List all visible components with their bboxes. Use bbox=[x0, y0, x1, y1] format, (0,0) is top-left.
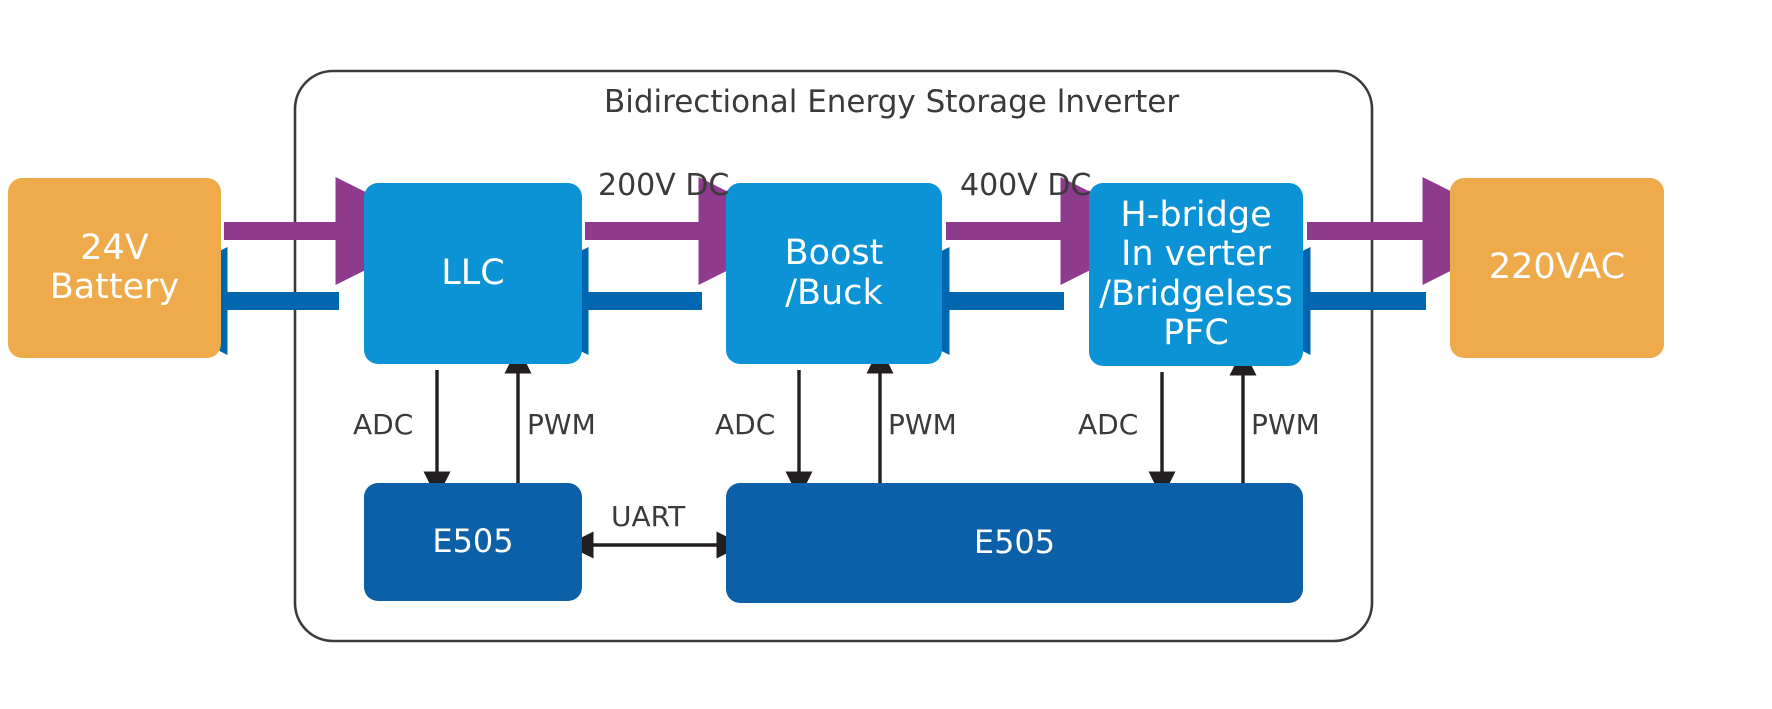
block-llc[interactable]: LLC bbox=[364, 183, 582, 364]
block-e505-left-label: E505 bbox=[432, 522, 514, 561]
block-h-bridge-inverter-bridgeless-pfc[interactable]: H-bridge In verter /Bridgeless PFC bbox=[1089, 183, 1303, 366]
signal-label-uart: UART bbox=[611, 500, 686, 533]
block-220vac-label: 220VAC bbox=[1488, 247, 1626, 288]
block-llc-label: LLC bbox=[441, 252, 505, 293]
block-boost-buck[interactable]: Boost /Buck bbox=[726, 183, 942, 364]
block-220vac[interactable]: 220VAC bbox=[1450, 178, 1664, 358]
block-24v-battery-line2: Battery bbox=[49, 267, 180, 307]
block-boost-buck-line1: Boost bbox=[784, 233, 884, 274]
signal-label-pwm-llc: PWM bbox=[527, 408, 596, 441]
block-h-bridge-line1: H-bridge bbox=[1120, 195, 1272, 236]
signal-label-pwm-h-bridge: PWM bbox=[1251, 408, 1320, 441]
signal-label-adc-boost-buck: ADC bbox=[715, 408, 776, 441]
block-24v-battery-line1: 24V bbox=[80, 227, 149, 268]
signal-label-pwm-boost-buck: PWM bbox=[888, 408, 957, 441]
block-h-bridge-line2: In verter bbox=[1121, 234, 1271, 275]
block-h-bridge-line3: /Bridgeless bbox=[1099, 273, 1293, 314]
bus-label-400v-dc: 400V DC bbox=[960, 168, 1092, 203]
bus-label-200v-dc: 200V DC bbox=[598, 168, 730, 203]
block-e505-left[interactable]: E505 bbox=[364, 483, 582, 601]
block-boost-buck-line2: /Buck bbox=[785, 272, 883, 313]
block-e505-right-label: E505 bbox=[973, 523, 1056, 562]
block-24v-battery[interactable]: 24V Battery bbox=[8, 178, 221, 358]
inverter-container-outline bbox=[293, 69, 1374, 643]
pwm-signal-lines bbox=[504, 346, 1257, 483]
block-e505-right[interactable]: E505 bbox=[726, 483, 1303, 603]
page-title: Bidirectional Energy Storage lnverter bbox=[604, 84, 1180, 120]
adc-signal-lines bbox=[423, 370, 1176, 499]
signal-label-adc-h-bridge: ADC bbox=[1078, 408, 1139, 441]
block-h-bridge-line4: PFC bbox=[1163, 312, 1229, 353]
signal-label-adc-llc: ADC bbox=[353, 408, 414, 441]
